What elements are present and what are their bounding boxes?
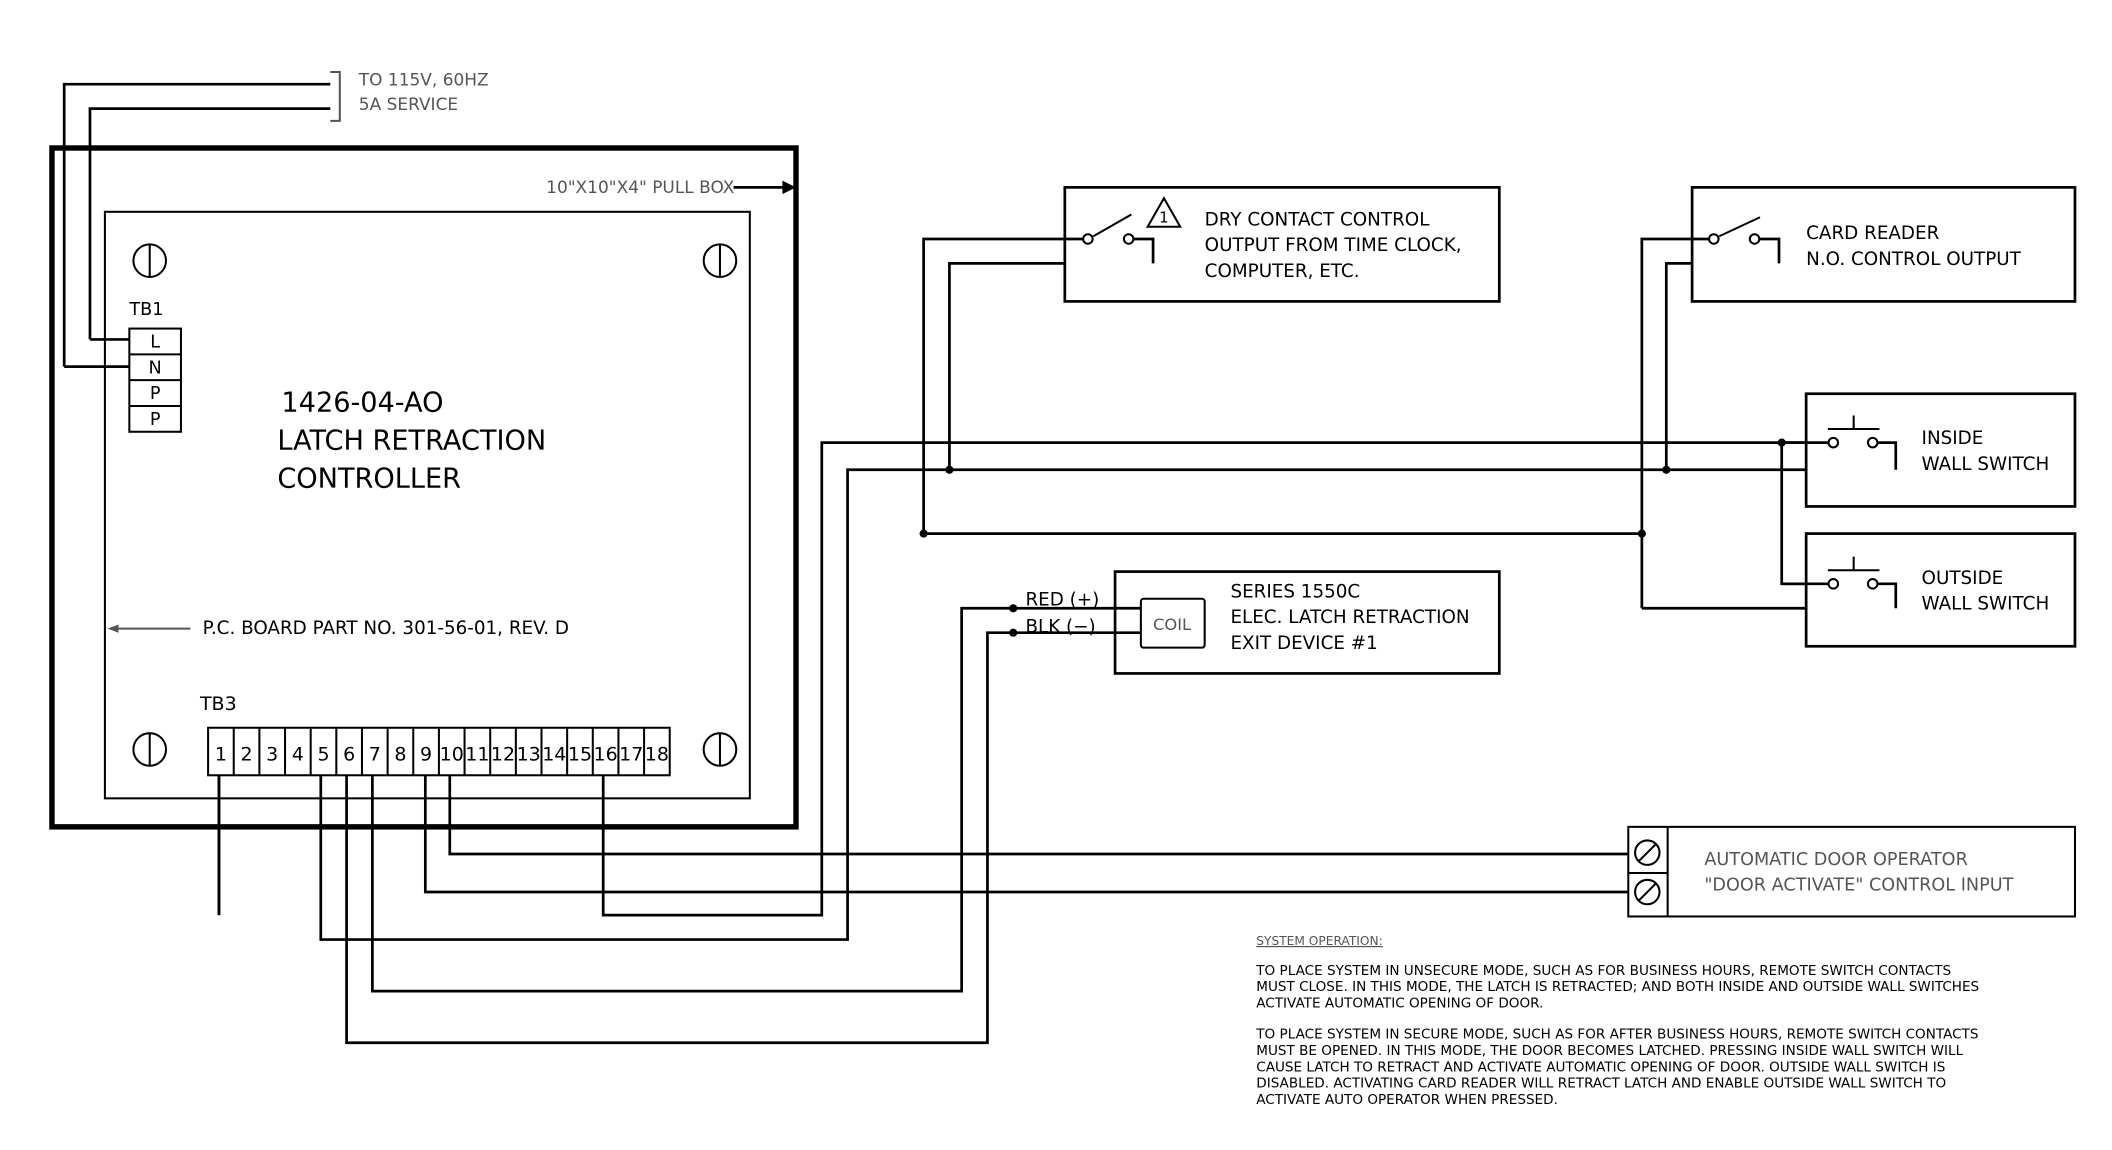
- tb3-terminal: 1: [215, 743, 227, 765]
- coil-icon: [1139, 597, 1206, 649]
- tb3-terminal: 8: [394, 743, 406, 765]
- notes-line: ACTIVATE AUTO OPERATOR WHEN PRESSED.: [1256, 1092, 1558, 1108]
- tb3-terminal: 2: [241, 743, 253, 765]
- tb3-terminal: 12: [491, 743, 515, 765]
- door-operator-box: AUTOMATIC DOOR OPERATOR "DOOR ACTIVATE" …: [1627, 825, 2076, 918]
- inside-switch-line1: INSIDE: [1922, 428, 1984, 449]
- dry-contact-line1: DRY CONTACT CONTROL: [1205, 209, 1431, 230]
- power-label-line2: 5A SERVICE: [359, 95, 458, 115]
- outside-switch-line1: OUTSIDE: [1922, 568, 2004, 589]
- tb1-terminal-p: P: [150, 410, 161, 430]
- pull-box-label: 10"X10"X4" PULL BOX: [546, 178, 735, 198]
- notes-line: MUST BE OPENED. IN THIS MODE, THE DOOR B…: [1256, 1043, 1963, 1059]
- screw-icon: [132, 243, 168, 278]
- outside-wall-switch-box: OUTSIDE WALL SWITCH: [1781, 532, 2077, 648]
- screw-icon: [132, 732, 168, 767]
- tb1-label: TB1: [128, 300, 163, 320]
- pc-board: 1426-04-AO LATCH RETRACTION CONTROLLER P…: [103, 210, 751, 800]
- tb1-terminal-n: N: [149, 358, 162, 378]
- tb3-terminal: 13: [517, 743, 541, 765]
- power-feed: TO 115V, 60HZ 5A SERVICE: [62, 71, 489, 367]
- inside-wall-switch-box: INSIDE WALL SWITCH: [1781, 392, 2077, 508]
- notes-line: MUST CLOSE. IN THIS MODE, THE LATCH IS R…: [1256, 979, 1979, 995]
- tb3-terminal: 5: [317, 743, 329, 765]
- exit-device-line1: SERIES 1550C: [1230, 581, 1360, 602]
- tb3-terminal: 7: [369, 743, 381, 765]
- dry-contact-control-box: 1 DRY CONTACT CONTROL OUTPUT FROM TIME C…: [1063, 186, 1501, 303]
- system-operation-notes: SYSTEM OPERATION: TO PLACE SYSTEM IN UNS…: [1255, 934, 1979, 1108]
- tb3-terminal: 10: [440, 743, 464, 765]
- tb3-terminal: 11: [465, 743, 489, 765]
- exit-device-line3: EXIT DEVICE #1: [1230, 633, 1377, 654]
- notes-line: DISABLED. ACTIVATING CARD READER WILL RE…: [1256, 1076, 1946, 1092]
- tb3-terminal: 14: [542, 743, 566, 765]
- notes-line: CAUSE LATCH TO RETRACT AND ACTIVATE AUTO…: [1256, 1059, 1945, 1075]
- tb3-terminal: 3: [266, 743, 278, 765]
- notes-title: SYSTEM OPERATION:: [1256, 934, 1382, 948]
- tb3-terminal: 9: [420, 743, 432, 765]
- controller-name: LATCH RETRACTION: [277, 425, 546, 456]
- notes-line: ACTIVATE AUTOMATIC OPENING OF DOOR.: [1256, 995, 1543, 1011]
- black-wire-label: BLK (−): [1025, 617, 1095, 638]
- card-reader-box: CARD READER N.O. CONTROL OUTPUT: [1690, 186, 2077, 303]
- wiring: [217, 237, 1898, 1045]
- tb3-terminal: 17: [619, 743, 643, 765]
- card-reader-line2: N.O. CONTROL OUTPUT: [1806, 249, 2022, 270]
- screw-terminal-icon: [1634, 878, 1661, 906]
- door-operator-line1: AUTOMATIC DOOR OPERATOR: [1704, 850, 1968, 870]
- pcb-part-number: P.C. BOARD PART NO. 301-56-01, REV. D: [203, 618, 569, 639]
- tb3-terminal: 16: [594, 743, 618, 765]
- exit-device-line2: ELEC. LATCH RETRACTION: [1230, 607, 1469, 628]
- inside-switch-line2: WALL SWITCH: [1922, 454, 2050, 475]
- red-wire-label: RED (+): [1025, 590, 1099, 611]
- card-reader-line1: CARD READER: [1806, 223, 1939, 244]
- warning-triangle-icon: 1: [1145, 196, 1182, 228]
- tb3-terminal: 4: [292, 743, 304, 765]
- controller-type: CONTROLLER: [277, 463, 461, 494]
- notes-line: TO PLACE SYSTEM IN SECURE MODE, SUCH AS …: [1255, 1027, 1978, 1043]
- controller-model: 1426-04-AO: [281, 387, 443, 418]
- warning-number: 1: [1159, 209, 1169, 227]
- screw-icon: [702, 243, 738, 278]
- tb3-terminal: 15: [568, 743, 592, 765]
- tb3-label: TB3: [199, 693, 237, 715]
- coil-label: COIL: [1153, 615, 1191, 634]
- tb3-terminal: 6: [343, 743, 355, 765]
- tb3-terminal: 18: [645, 743, 669, 765]
- notes-line: TO PLACE SYSTEM IN UNSECURE MODE, SUCH A…: [1255, 963, 1951, 979]
- dry-contact-line2: OUTPUT FROM TIME CLOCK,: [1205, 235, 1462, 256]
- door-operator-line2: "DOOR ACTIVATE" CONTROL INPUT: [1704, 876, 2013, 896]
- screw-terminal-icon: [1634, 839, 1661, 866]
- dry-contact-line3: COMPUTER, ETC.: [1205, 261, 1360, 282]
- outside-switch-line2: WALL SWITCH: [1922, 594, 2050, 615]
- tb1-terminal-block: TB1 L N P P: [64, 300, 182, 433]
- screw-icon: [702, 732, 738, 767]
- tb1-terminal-p: P: [150, 384, 161, 404]
- tb1-terminal-l: L: [150, 333, 160, 353]
- power-label-line1: TO 115V, 60HZ: [358, 71, 489, 91]
- exit-device-box: RED (+) BLK (−) COIL SERIES 1550C ELEC. …: [1025, 570, 1501, 675]
